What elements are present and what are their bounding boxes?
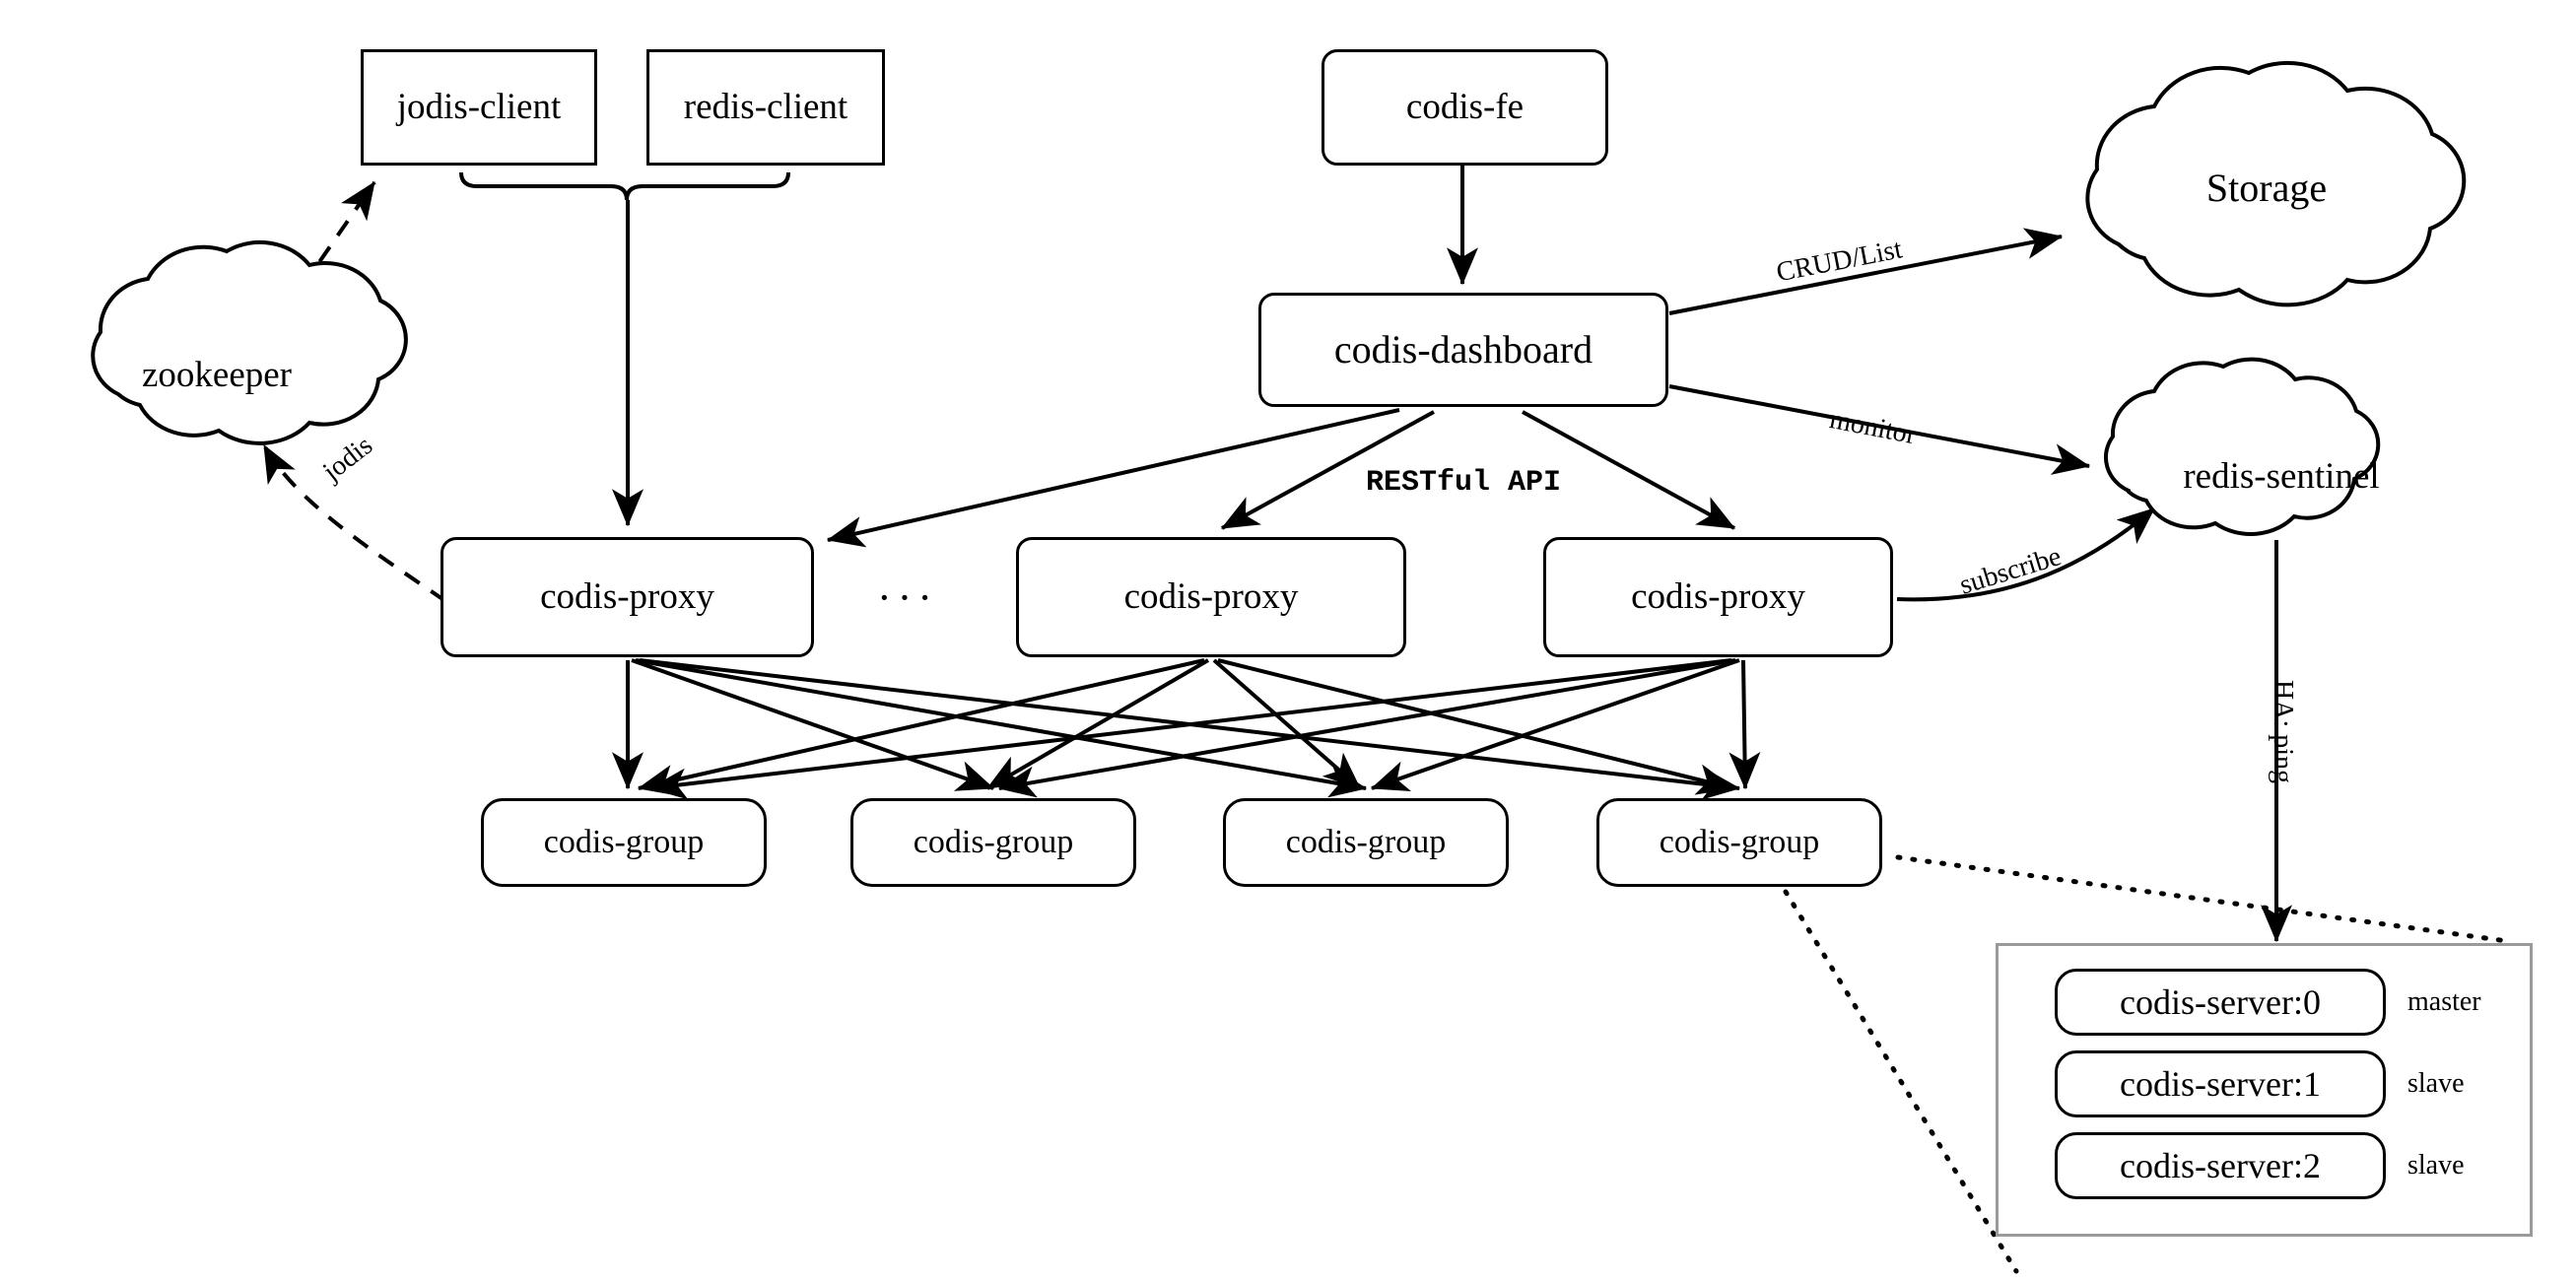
edge-label-jodis: jodis	[317, 430, 379, 488]
node-codis-proxy-1[interactable]: codis-proxy	[441, 537, 814, 657]
node-jodis-client[interactable]: jodis-client	[361, 49, 597, 166]
node-codis-proxy-2[interactable]: codis-proxy	[1016, 537, 1406, 657]
node-zookeeper[interactable]: zookeeper	[44, 340, 389, 409]
proxy-ellipsis: ···	[877, 576, 976, 620]
node-redis-client[interactable]: redis-client	[646, 49, 885, 166]
node-codis-server-0[interactable]: codis-server:0	[2055, 969, 2386, 1036]
node-codis-server-2[interactable]: codis-server:2	[2055, 1132, 2386, 1199]
server-row-0[interactable]: codis-server:0 master	[2055, 969, 2481, 1036]
node-codis-dashboard[interactable]: codis-dashboard	[1258, 293, 1668, 407]
node-codis-server-1[interactable]: codis-server:1	[2055, 1050, 2386, 1117]
node-redis-sentinel[interactable]: redis-sentinel	[2099, 441, 2464, 510]
node-codis-dashboard-label: codis-dashboard	[1333, 327, 1593, 371]
node-codis-proxy-3-label: codis-proxy	[1631, 575, 1805, 617]
node-codis-group-1-label: codis-group	[543, 824, 705, 861]
role-label-0: master	[2407, 986, 2481, 1017]
proxy-ellipsis-label: ···	[877, 574, 938, 622]
role-label-1: slave	[2407, 1068, 2465, 1099]
node-codis-group-1[interactable]: codis-group	[481, 798, 767, 887]
node-codis-group-4[interactable]: codis-group	[1596, 798, 1882, 887]
edge-label-ha-ping: HA: ping	[2268, 680, 2298, 783]
node-storage-label: Storage	[2205, 165, 2328, 210]
node-codis-group-3-label: codis-group	[1285, 824, 1447, 861]
node-codis-group-2[interactable]: codis-group	[850, 798, 1136, 887]
server-row-2[interactable]: codis-server:2 slave	[2055, 1132, 2465, 1199]
node-redis-sentinel-label: redis-sentinel	[2183, 455, 2380, 497]
edge-label-restful-api: RESTful API	[1366, 466, 1562, 500]
node-codis-group-3[interactable]: codis-group	[1223, 798, 1509, 887]
node-codis-fe-label: codis-fe	[1405, 86, 1525, 127]
node-codis-group-2-label: codis-group	[913, 824, 1074, 861]
edge-label-monitor: monitor	[1827, 404, 1920, 451]
node-codis-server-2-label: codis-server:2	[2120, 1146, 2321, 1185]
node-codis-proxy-1-label: codis-proxy	[540, 575, 714, 617]
node-jodis-client-label: jodis-client	[396, 86, 562, 127]
node-codis-proxy-3[interactable]: codis-proxy	[1543, 537, 1893, 657]
node-storage[interactable]: Storage	[2060, 153, 2474, 222]
node-codis-server-0-label: codis-server:0	[2120, 982, 2321, 1022]
node-codis-fe[interactable]: codis-fe	[1322, 49, 1608, 166]
edge-label-crud-list: CRUD/List	[1774, 234, 1905, 289]
node-codis-group-4-label: codis-group	[1659, 824, 1820, 861]
node-redis-client-label: redis-client	[683, 86, 848, 127]
role-label-2: slave	[2407, 1150, 2465, 1181]
edge-label-subscribe: subscribe	[1956, 541, 2066, 601]
node-codis-server-1-label: codis-server:1	[2120, 1064, 2321, 1104]
server-row-1[interactable]: codis-server:1 slave	[2055, 1050, 2465, 1117]
node-zookeeper-label: zookeeper	[141, 354, 292, 395]
node-codis-proxy-2-label: codis-proxy	[1123, 575, 1299, 617]
